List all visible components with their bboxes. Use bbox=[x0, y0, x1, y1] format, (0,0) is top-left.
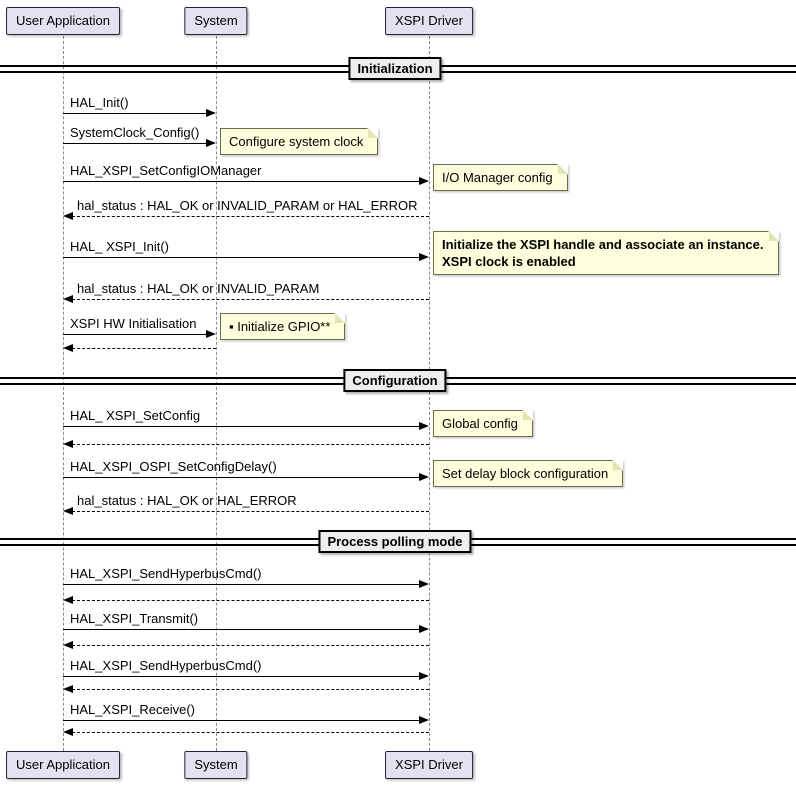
lifeline-system bbox=[216, 36, 217, 751]
note: Initialize the XSPI handle and associate… bbox=[433, 231, 779, 275]
participant-box-top: User Application bbox=[6, 7, 120, 35]
note: Configure system clock bbox=[220, 128, 379, 155]
participant-box-top: System bbox=[184, 7, 248, 35]
message-arrow-line bbox=[63, 257, 420, 258]
message-label: HAL_XSPI_Receive() bbox=[70, 702, 195, 717]
return-arrowhead bbox=[63, 596, 73, 604]
return-arrow-line bbox=[72, 600, 429, 601]
message-arrowhead bbox=[206, 109, 216, 117]
section-divider-label: Process polling mode bbox=[318, 530, 472, 553]
message-label: HAL_XSPI_SendHyperbusCmd() bbox=[70, 566, 262, 581]
return-arrow-line bbox=[72, 299, 429, 300]
return-arrow-line bbox=[72, 645, 429, 646]
participant-box-top: XSPI Driver bbox=[385, 7, 473, 35]
return-arrow-line bbox=[72, 732, 429, 733]
return-arrowhead bbox=[63, 728, 73, 736]
return-message-label: hal_status : HAL_OK or INVALID_PARAM or … bbox=[77, 198, 418, 213]
return-arrow-line bbox=[72, 689, 429, 690]
return-arrow-line bbox=[72, 444, 429, 445]
message-label: SystemClock_Config() bbox=[70, 125, 200, 140]
lifeline-user-application bbox=[63, 36, 64, 751]
return-arrowhead bbox=[63, 344, 73, 352]
message-label: HAL_XSPI_SetConfigIOManager bbox=[70, 163, 262, 178]
section-divider-label: Configuration bbox=[343, 369, 447, 392]
return-arrowhead bbox=[63, 507, 73, 515]
message-arrowhead bbox=[419, 580, 429, 588]
return-arrow-line bbox=[72, 216, 429, 217]
message-arrowhead bbox=[419, 625, 429, 633]
message-label: HAL_ XSPI_SetConfig bbox=[70, 408, 201, 423]
return-arrowhead bbox=[63, 685, 73, 693]
message-arrow-line bbox=[63, 143, 207, 144]
message-label: HAL_ XSPI_Init() bbox=[70, 239, 169, 254]
message-arrow-line bbox=[63, 584, 420, 585]
message-arrow-line bbox=[63, 629, 420, 630]
return-arrow-line bbox=[72, 348, 216, 349]
message-arrow-line bbox=[63, 720, 420, 721]
return-arrowhead bbox=[63, 641, 73, 649]
message-label: HAL_XSPI_SendHyperbusCmd() bbox=[70, 658, 262, 673]
return-arrowhead bbox=[63, 440, 73, 448]
participant-box-bottom: System bbox=[184, 751, 248, 779]
return-arrowhead bbox=[63, 295, 73, 303]
message-arrowhead bbox=[419, 672, 429, 680]
note: I/O Manager config bbox=[433, 164, 568, 191]
note: Global config bbox=[433, 410, 533, 437]
return-message-label: hal_status : HAL_OK or INVALID_PARAM bbox=[77, 281, 320, 296]
message-arrowhead bbox=[419, 177, 429, 185]
message-arrowhead bbox=[419, 716, 429, 724]
message-label: HAL_XSPI_Transmit() bbox=[70, 611, 199, 626]
message-arrowhead bbox=[419, 253, 429, 261]
message-arrow-line bbox=[63, 426, 420, 427]
message-arrow-line bbox=[63, 477, 420, 478]
message-arrow-line bbox=[63, 676, 420, 677]
message-arrow-line bbox=[63, 181, 420, 182]
lifeline-xspi-driver bbox=[429, 36, 430, 751]
message-arrowhead bbox=[206, 139, 216, 147]
message-label: HAL_XSPI_OSPI_SetConfigDelay() bbox=[70, 459, 277, 474]
section-divider-label: Initialization bbox=[348, 57, 442, 80]
message-arrowhead bbox=[206, 330, 216, 338]
note: ▪ Initialize GPIO** bbox=[220, 313, 346, 340]
message-arrow-line bbox=[63, 113, 207, 114]
return-arrow-line bbox=[72, 511, 429, 512]
return-message-label: hal_status : HAL_OK or HAL_ERROR bbox=[77, 493, 297, 508]
return-arrowhead bbox=[63, 212, 73, 220]
message-arrowhead bbox=[419, 473, 429, 481]
note: Set delay block configuration bbox=[433, 460, 624, 487]
participant-box-bottom: XSPI Driver bbox=[385, 751, 473, 779]
message-arrow-line bbox=[63, 334, 207, 335]
message-arrowhead bbox=[419, 422, 429, 430]
message-label: HAL_Init() bbox=[70, 95, 129, 110]
participant-box-bottom: User Application bbox=[6, 751, 120, 779]
message-label: XSPI HW Initialisation bbox=[70, 316, 197, 331]
